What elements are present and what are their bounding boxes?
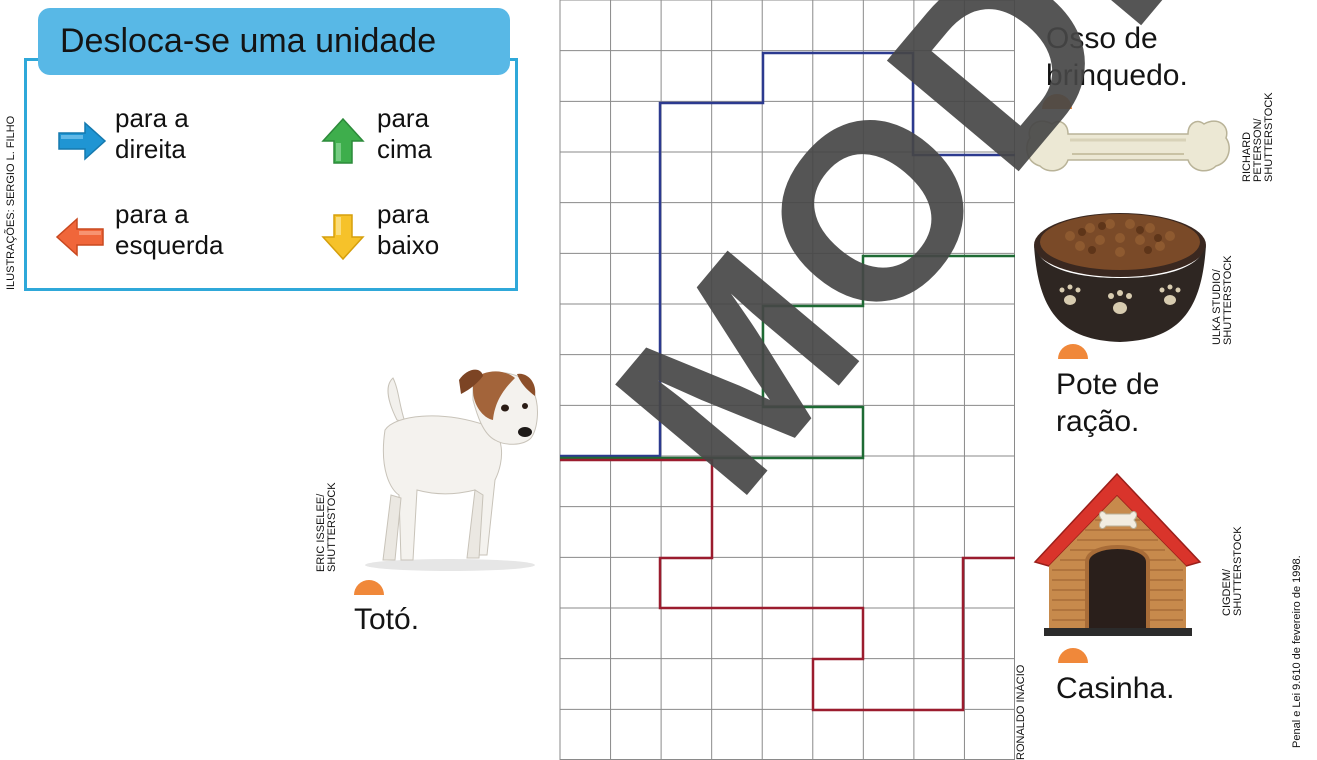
caption-dog: Totó. bbox=[354, 603, 420, 636]
bone-image bbox=[1026, 120, 1230, 172]
grid-lines bbox=[559, 0, 1015, 760]
credit-dog: ERIC ISSELEE/ SHUTTERSTOCK bbox=[315, 482, 338, 572]
legend-item-down: para baixo bbox=[317, 199, 439, 261]
arrow-left-icon bbox=[55, 217, 104, 257]
caption-bone: Osso de brinquedo. bbox=[1046, 22, 1188, 92]
legend-item-right: para a direita bbox=[55, 103, 189, 165]
credit-house: CIGDEM/ SHUTTERSTOCK bbox=[1221, 526, 1244, 616]
grid-map bbox=[559, 0, 1015, 760]
arrow-right-icon bbox=[58, 121, 107, 161]
credit-law: Penal e Lei 9.610 de fevereiro de 1998. bbox=[1291, 555, 1303, 748]
marker-house bbox=[1058, 648, 1088, 663]
caption-bowl: Pote de ração. bbox=[1056, 368, 1160, 438]
legend-item-left: para a esquerda bbox=[55, 199, 223, 261]
marker-bone bbox=[1042, 94, 1072, 109]
credit-illustrations: ILUSTRAÇÕES: SERGIO L. FILHO bbox=[5, 115, 17, 290]
caption-house: Casinha. bbox=[1056, 672, 1175, 705]
bowl-image bbox=[1034, 213, 1206, 342]
dog-image bbox=[365, 369, 538, 571]
credit-bone: RICHARD PETERSON/ SHUTTERSTOCK bbox=[1241, 92, 1275, 182]
path-green bbox=[560, 254, 1015, 460]
legend-box: para a direita para cima para a esquerda… bbox=[24, 58, 518, 291]
legend-label-left: para a esquerda bbox=[115, 199, 224, 260]
legend-title: Desloca-se uma unidade bbox=[38, 8, 510, 75]
dog-house-image bbox=[1033, 472, 1202, 636]
path-red bbox=[560, 458, 1015, 712]
legend-label-right: para a direita bbox=[115, 103, 189, 164]
credit-grid: RONALDO INÁCIO bbox=[1015, 664, 1027, 760]
legend-label-up: para cima bbox=[377, 103, 432, 164]
arrow-up-icon bbox=[321, 117, 365, 164]
marker-bowl bbox=[1058, 344, 1088, 359]
legend-label-down: para baixo bbox=[377, 199, 440, 260]
legend-item-up: para cima bbox=[317, 103, 432, 165]
marker-dog bbox=[354, 580, 384, 595]
arrow-down-icon bbox=[321, 214, 365, 261]
path-blue bbox=[560, 51, 1015, 458]
credit-bowl: ULKA STUDIO/ SHUTTERSTOCK bbox=[1211, 255, 1234, 345]
